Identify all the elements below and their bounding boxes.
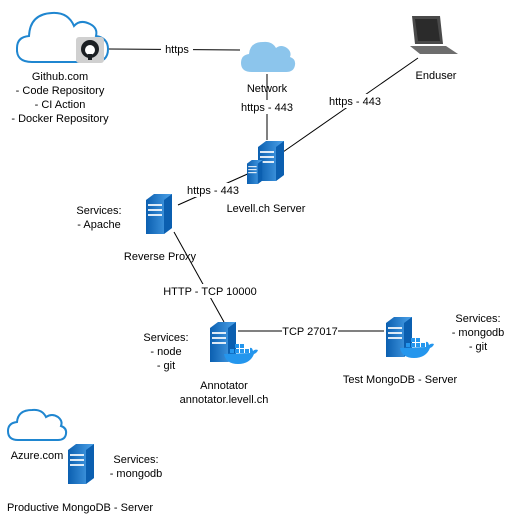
- annotator-services-item-1: - node: [150, 346, 181, 358]
- levell-server-label: Levell.ch Server: [227, 203, 306, 215]
- testdb-label: Test MongoDB - Server: [343, 374, 458, 386]
- edge-label-proxy-annotator: HTTP - TCP 10000: [163, 286, 257, 298]
- proddb-services-item-1: - mongodb: [110, 468, 163, 480]
- azure-cloud-icon: [6, 408, 68, 441]
- azure-label: Azure.com: [11, 450, 64, 462]
- docker-server-icon: [210, 322, 258, 364]
- annotator-label-line-1: Annotator: [200, 380, 248, 392]
- github-label-line-2: - Code Repository: [16, 85, 105, 97]
- enduser-label: Enduser: [416, 70, 457, 82]
- server-icon: [68, 444, 94, 484]
- small-server-icon: [247, 160, 263, 184]
- docker-server-icon: [386, 317, 434, 358]
- network-cloud-icon: [241, 41, 296, 72]
- edge-label-annotator-testdb: TCP 27017: [282, 326, 337, 338]
- github-label-line-4: - Docker Repository: [11, 113, 109, 125]
- levell-server-node[interactable]: Levell.ch Server: [227, 141, 306, 215]
- testdb-services-item-1: - mongodb: [452, 327, 505, 339]
- testdb-services-item-2: - git: [469, 341, 487, 353]
- prod-mongodb-node[interactable]: Services: - mongodb Productive MongoDB -…: [7, 444, 162, 514]
- edge-label-github-network: https: [165, 44, 189, 56]
- test-mongodb-node[interactable]: Services: - mongodb - git Test MongoDB -…: [343, 313, 504, 386]
- github-label-line-1: Github.com: [32, 71, 88, 83]
- annotator-services-item-2: - git: [157, 360, 175, 372]
- proddb-label: Productive MongoDB - Server: [7, 502, 153, 514]
- reverse-proxy-node[interactable]: Services: - Apache Reverse Proxy: [76, 194, 197, 263]
- edge-label-enduser-levell: https - 443: [329, 96, 381, 108]
- proxy-services-title: Services:: [76, 205, 121, 217]
- azure-node[interactable]: Azure.com: [6, 408, 68, 462]
- enduser-node[interactable]: Enduser: [410, 16, 458, 82]
- edge-label-levell-proxy: https - 443: [187, 185, 239, 197]
- edge-label-network-levell: https - 443: [241, 102, 293, 114]
- github-label-line-3: - CI Action: [35, 99, 86, 111]
- network-label: Network: [247, 83, 288, 95]
- network-node[interactable]: Network: [241, 41, 296, 95]
- annotator-node[interactable]: Services: - node - git Annotator annotat…: [143, 322, 268, 406]
- proxy-services-item-1: - Apache: [77, 219, 120, 231]
- edge-proxy-annotator: [173, 231, 225, 323]
- edge-labels: https https - 443 https - 443 https - 44…: [161, 42, 384, 338]
- annotator-label-line-2: annotator.levell.ch: [180, 394, 269, 406]
- github-octocat-icon: [76, 37, 104, 63]
- proddb-services-title: Services:: [113, 454, 158, 466]
- server-icon: [146, 194, 172, 234]
- reverse-proxy-label: Reverse Proxy: [124, 251, 197, 263]
- annotator-services-title: Services:: [143, 332, 188, 344]
- laptop-icon: [410, 16, 458, 54]
- testdb-services-title: Services:: [455, 313, 500, 325]
- github-node[interactable]: Github.com - Code Repository - CI Action…: [11, 11, 109, 125]
